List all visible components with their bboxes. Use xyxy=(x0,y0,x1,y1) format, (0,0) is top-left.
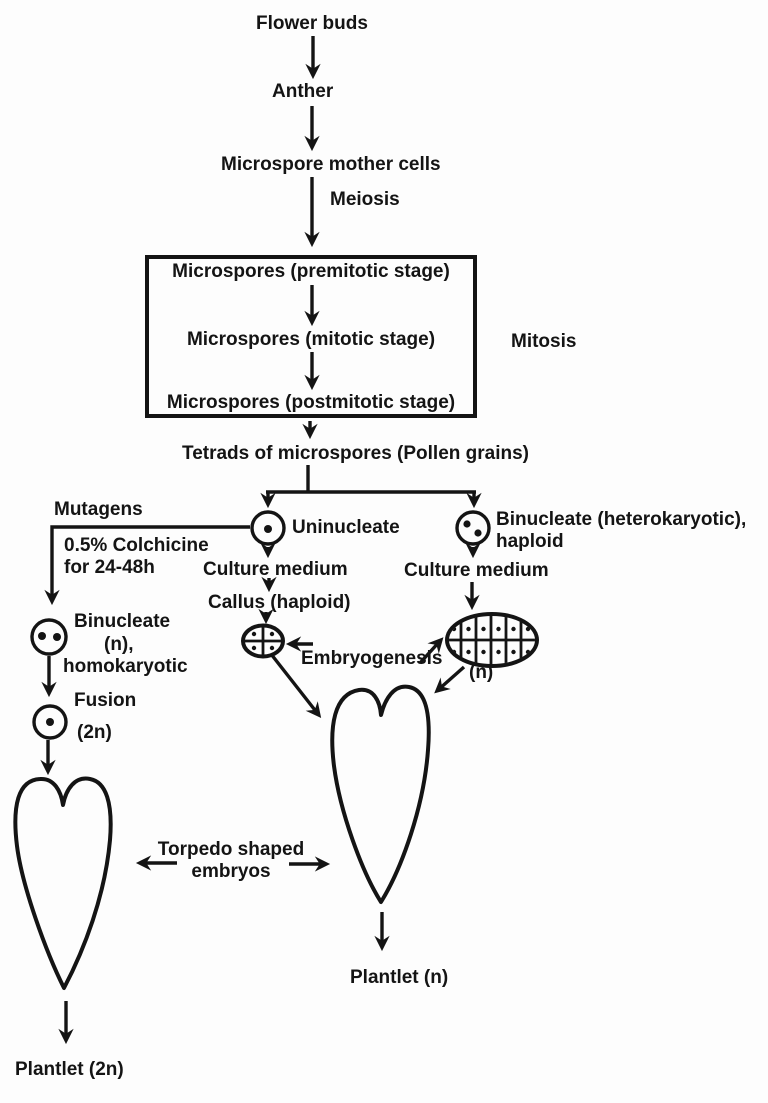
mutagens-label: Mutagens xyxy=(54,499,143,520)
tetrads-label: Tetrads of microspores (Pollen grains) xyxy=(182,443,530,464)
colchicine-line1: 0.5% Colchicine xyxy=(64,535,209,556)
torpedo-embryos-label: Torpedo shaped embryos xyxy=(150,839,312,883)
uninucleate-cell-icon xyxy=(250,510,286,546)
binucleate-homokaryotic-line2: (n), xyxy=(104,634,134,655)
arrow-cluster-to-embryo xyxy=(269,652,322,719)
embryogenesis-label: Embryogenesis xyxy=(301,648,443,669)
fusion-ploidy-label: (2n) xyxy=(77,722,112,743)
torpedo-embryos-line2: embryos xyxy=(191,861,271,883)
arrow-embryocell-to-embryo xyxy=(434,665,466,694)
torpedo-embryo-center-shape xyxy=(330,684,431,904)
uninucleate-path-arrows xyxy=(258,542,390,952)
torpedo-label-arrows xyxy=(135,855,331,872)
branch-split xyxy=(260,465,482,509)
culture-medium-right-label: Culture medium xyxy=(404,560,549,581)
embryo-ploidy-label: (n) xyxy=(469,662,494,683)
callus-cell-cluster-icon xyxy=(241,623,285,659)
microspore-mother-cells-label: Microspore mother cells xyxy=(221,154,441,175)
mitosis-label: Mitosis xyxy=(511,331,577,352)
arrow-mutagens-colchicine xyxy=(44,525,250,606)
culture-medium-left-label: Culture medium xyxy=(203,559,348,580)
meiosis-label: Meiosis xyxy=(330,189,400,210)
microspores-postmitotic-label: Microspores (postmitotic stage) xyxy=(166,392,456,413)
callus-haploid-label: Callus (haploid) xyxy=(208,592,351,613)
binucleate-heterokaryotic-cell-icon xyxy=(455,510,491,546)
fusion-cell-icon xyxy=(32,704,68,740)
colchicine-label: 0.5% Colchicine for 24-48h xyxy=(64,535,209,579)
main-chain-arrows xyxy=(302,36,321,440)
colchicine-line2: for 24-48h xyxy=(64,557,155,579)
plantlet-n-label: Plantlet (n) xyxy=(350,967,449,988)
torpedo-embryos-line1: Torpedo shaped xyxy=(157,839,305,860)
torpedo-embryo-left-shape xyxy=(13,776,113,990)
binucleate-heterokaryotic-line1: Binucleate (heterokaryotic), xyxy=(496,509,747,530)
mutagens-path xyxy=(40,525,250,1045)
binucleate-homokaryotic-line1: Binucleate xyxy=(74,611,171,632)
plantlet-2n-label: Plantlet (2n) xyxy=(15,1059,124,1080)
multicellular-embryo-icon xyxy=(445,612,539,668)
binucleate-heterokaryotic-line2: haploid xyxy=(496,531,564,553)
flower-buds-label: Flower buds xyxy=(256,13,368,34)
binucleate-heterokaryotic-label: Binucleate (heterokaryotic), haploid xyxy=(496,509,746,553)
uninucleate-label: Uninucleate xyxy=(292,517,400,538)
arrow-embryogenesis-right xyxy=(418,637,444,665)
mitosis-stage-box xyxy=(145,255,477,418)
microspores-premitotic-label: Microspores (premitotic stage) xyxy=(172,261,450,282)
fusion-label: Fusion xyxy=(74,690,137,711)
binucleate-path-arrows xyxy=(418,542,481,694)
anther-label: Anther xyxy=(272,81,334,102)
microspores-mitotic-label: Microspores (mitotic stage) xyxy=(186,329,436,350)
binucleate-homokaryotic-cell-icon xyxy=(30,618,68,656)
binucleate-homokaryotic-line3: homokaryotic xyxy=(63,656,188,677)
